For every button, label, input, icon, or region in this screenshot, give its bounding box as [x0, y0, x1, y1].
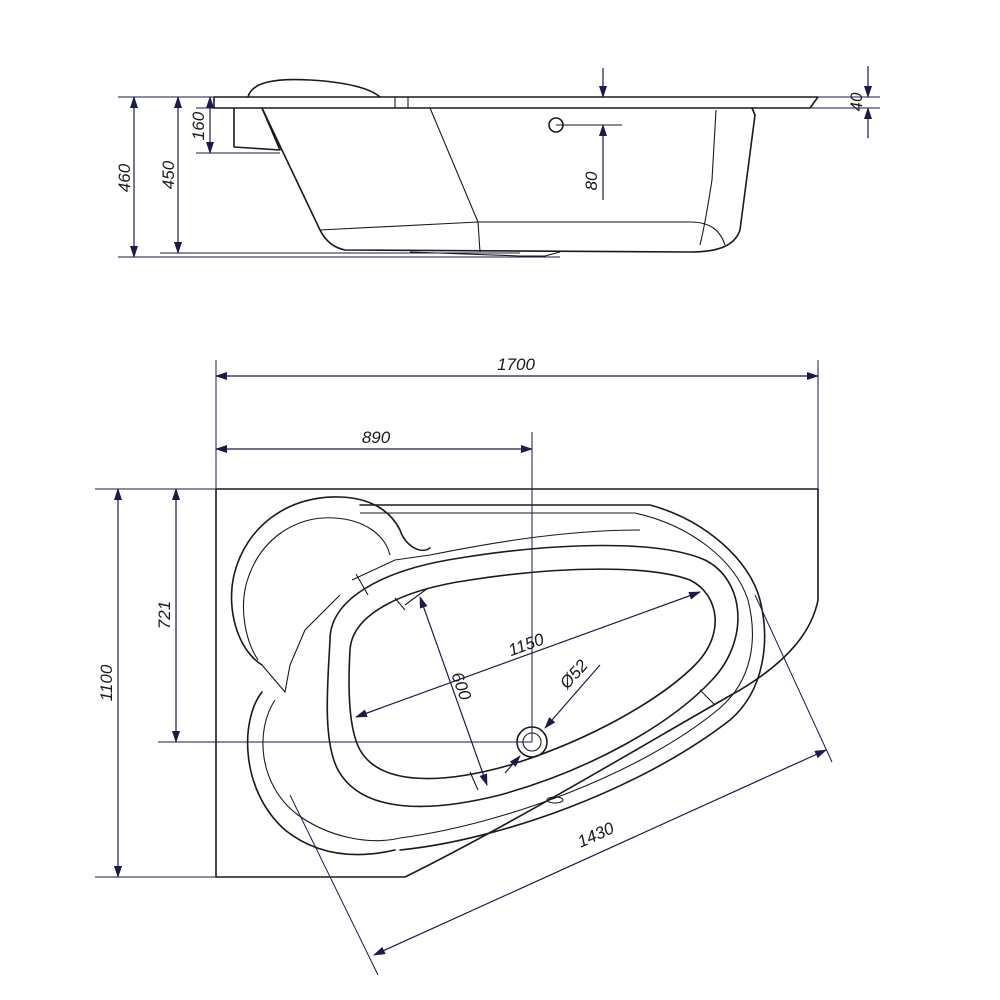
dim-drain-diameter: Ø52: [555, 656, 592, 694]
dim-overall-length: 1700: [497, 355, 535, 374]
dim-inner-depth: 450: [159, 160, 178, 189]
top-view: 1700 890 1100 721 1150 600 Ø52 1430: [95, 355, 833, 976]
side-view-headrest: [247, 78, 381, 98]
side-view-headrest-block: [233, 107, 281, 151]
top-view-rim: [215, 488, 819, 878]
top-view-basin-outer: [326, 544, 739, 808]
dim-drain-offset-x: 890: [362, 428, 391, 447]
side-view-tub-body: [261, 107, 756, 253]
dim-overflow-offset: 80: [582, 171, 601, 190]
top-view-headrest: [230, 496, 431, 666]
dim-overall-width: 1100: [97, 664, 116, 701]
dim-diagonal-length: 1430: [575, 818, 618, 851]
side-view-rim: [213, 96, 819, 109]
dim-headrest-height: 160: [189, 111, 208, 140]
dim-rim-thickness: 40: [847, 92, 866, 111]
dim-overall-height: 460: [115, 163, 134, 192]
side-view: 460 450 160 80 40: [115, 66, 880, 258]
dim-drain-offset-y: 721: [155, 601, 174, 629]
